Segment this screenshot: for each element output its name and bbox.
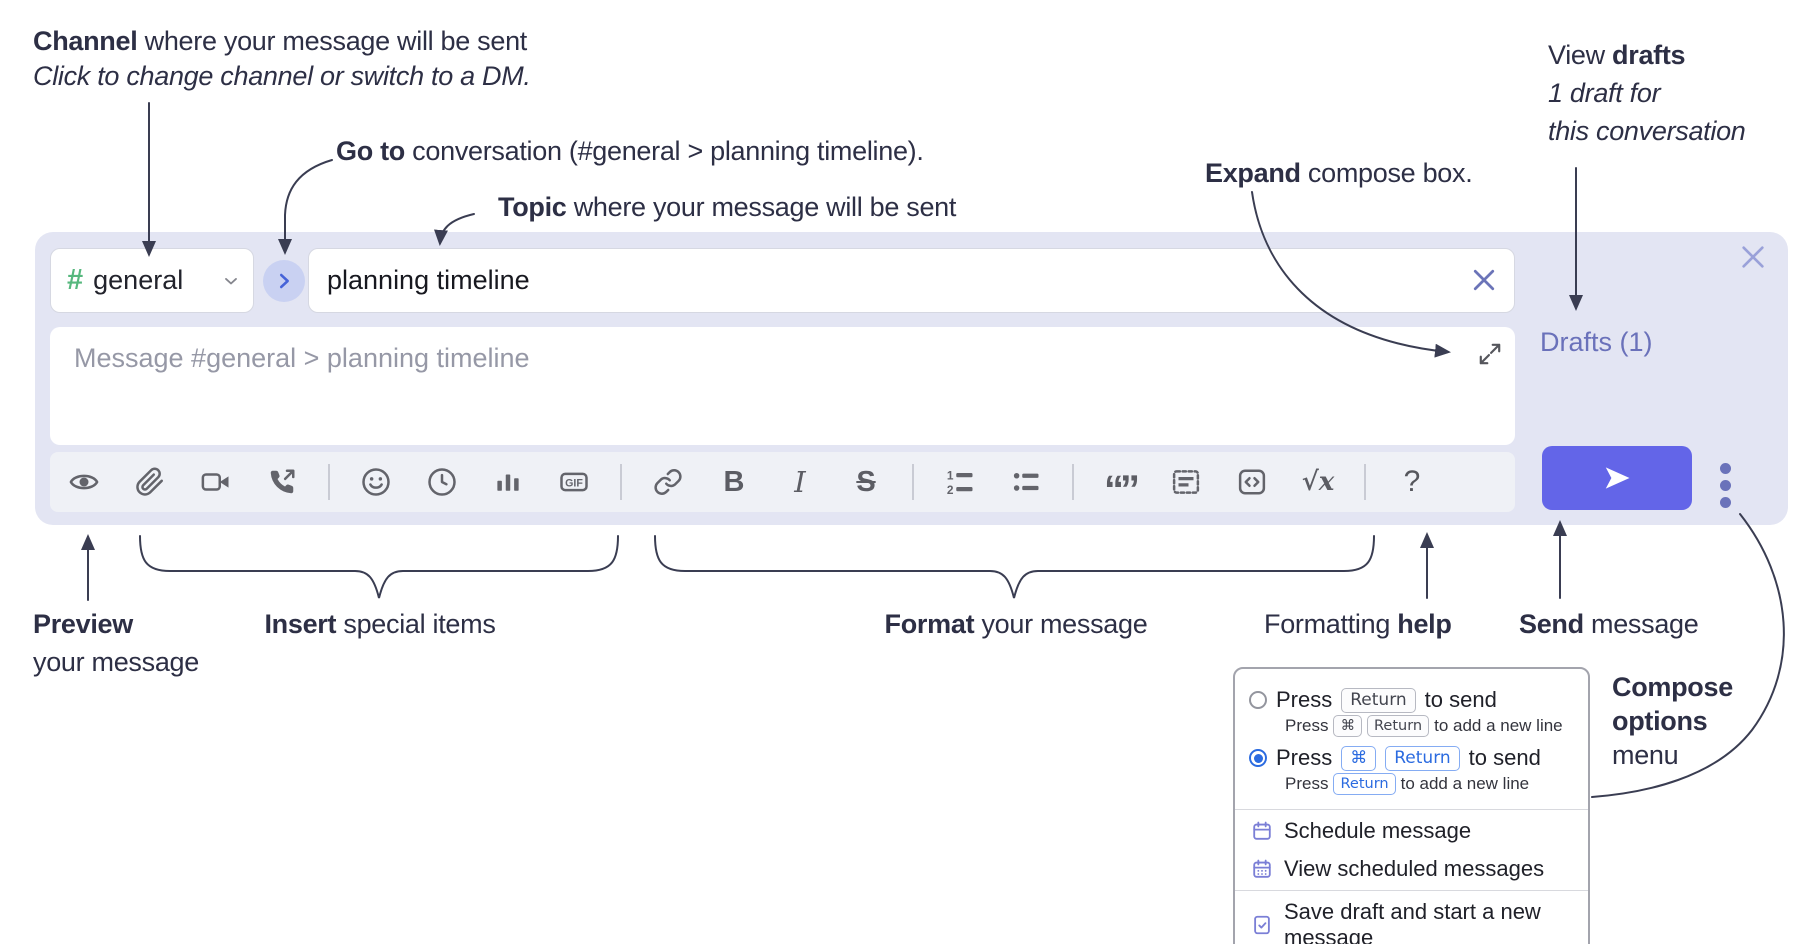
menu-item-schedule-message[interactable]: Schedule message [1235, 812, 1588, 850]
caption-formatting-help: Formatting help [1264, 609, 1452, 639]
key-cmd: ⌘ [1333, 715, 1362, 737]
caption-format: Format your message [884, 609, 1148, 639]
goto-conversation-button[interactable] [263, 260, 305, 302]
radio-selected-icon[interactable] [1249, 749, 1267, 767]
emoji-icon[interactable] [356, 460, 396, 504]
key-cmd: ⌘ [1341, 745, 1377, 771]
chevron-right-icon [279, 273, 289, 289]
ellipsis-dot [1719, 462, 1731, 474]
bold-icon[interactable]: B [723, 465, 745, 498]
toolbar-divider [1072, 464, 1074, 500]
poll-icon[interactable] [488, 460, 528, 504]
drafts-link[interactable]: Drafts (1) [1540, 327, 1653, 357]
radio-return-to-send[interactable]: Press Return to send [1249, 687, 1574, 713]
annotation-channel-line2: Click to change channel or switch to a D… [33, 61, 531, 91]
gif-icon[interactable]: GIF [554, 460, 594, 504]
compose-box: # general GIF B I [35, 232, 1788, 525]
key-return: Return [1333, 773, 1396, 795]
send-plane-icon [1605, 467, 1630, 489]
code-icon[interactable] [1232, 460, 1272, 504]
menu-divider [1235, 890, 1588, 891]
clear-topic-icon[interactable] [1469, 265, 1499, 295]
annotation-channel: Channel where your message will be sent … [33, 24, 531, 94]
formatting-help-icon[interactable]: ? [1403, 465, 1421, 498]
radio-cmd-return-to-send[interactable]: Press ⌘ Return to send [1249, 745, 1574, 771]
video-call-icon[interactable] [196, 460, 236, 504]
caption-compose-options: Compose options menu [1612, 672, 1733, 770]
radio2-subtext: Press Return to add a new line [1285, 773, 1530, 795]
math-icon[interactable]: √x [1301, 467, 1335, 497]
channel-name: general [93, 265, 184, 295]
link-icon[interactable] [648, 460, 688, 504]
preview-eye-icon[interactable] [64, 460, 104, 504]
annotation-channel-rest: where your message will be sent [137, 26, 528, 56]
quote-icon[interactable]: “” [1104, 468, 1140, 512]
toolbar-divider [912, 464, 914, 500]
compose-options-ellipsis[interactable] [1713, 460, 1737, 510]
chevron-down-icon [225, 277, 237, 284]
voice-call-icon[interactable] [262, 460, 302, 504]
ellipsis-dot [1719, 496, 1731, 508]
annotation-channel-bold: Channel [33, 26, 138, 56]
calendar-icon [1253, 821, 1271, 840]
save-draft-icon [1254, 915, 1270, 935]
key-return: Return [1385, 745, 1460, 771]
message-input[interactable] [50, 327, 1515, 445]
topic-field-wrap [308, 248, 1515, 313]
spoiler-icon[interactable] [1166, 460, 1206, 504]
brace-insert [139, 535, 619, 599]
key-return: Return [1341, 687, 1416, 713]
menu-divider [1235, 809, 1588, 810]
annotation-goto: Go to conversation (#general > planning … [336, 136, 924, 166]
toolbar-divider [620, 464, 622, 500]
svg-text:GIF: GIF [565, 477, 583, 489]
svg-text:2: 2 [947, 483, 954, 497]
brace-format [654, 535, 1375, 599]
time-icon[interactable] [422, 460, 462, 504]
close-compose-icon[interactable] [1737, 241, 1769, 273]
annotation-expand: Expand compose box. [1205, 158, 1473, 188]
message-field-wrap [50, 327, 1515, 445]
strikethrough-icon[interactable]: S [856, 465, 876, 498]
toolbar-divider [328, 464, 330, 500]
annotation-topic: Topic where your message will be sent [498, 192, 957, 222]
expand-compose-icon[interactable] [1477, 341, 1503, 367]
annotation-drafts: View drafts 1 draft for this conversatio… [1548, 40, 1746, 146]
send-shortcut-section: Press Return to send Press ⌘ Return to a… [1235, 677, 1588, 807]
italic-icon[interactable]: I [794, 464, 806, 499]
toolbar-divider [1364, 464, 1366, 500]
caption-preview: Preview your message [33, 609, 199, 677]
calendar-grid-icon [1253, 859, 1271, 878]
menu-item-save-draft[interactable]: Save draft and start a new message [1235, 893, 1588, 944]
radio-unselected-icon[interactable] [1249, 691, 1267, 709]
caption-send: Send message [1519, 609, 1699, 639]
radio1-subtext: Press ⌘ Return to add a new line [1285, 715, 1563, 737]
key-return: Return [1366, 715, 1430, 737]
bulleted-list-icon[interactable] [1006, 460, 1046, 504]
svg-text:1: 1 [947, 469, 954, 483]
ellipsis-dot [1719, 479, 1731, 491]
caption-insert: Insert special items [264, 609, 496, 639]
topic-input[interactable] [308, 248, 1515, 313]
channel-hash-icon: # [67, 264, 84, 296]
menu-item-view-scheduled[interactable]: View scheduled messages [1235, 850, 1588, 888]
channel-selector[interactable]: # general [50, 248, 254, 313]
send-button[interactable] [1542, 446, 1692, 510]
compose-options-menu: Press Return to send Press ⌘ Return to a… [1233, 667, 1590, 944]
attach-paperclip-icon[interactable] [130, 460, 170, 504]
